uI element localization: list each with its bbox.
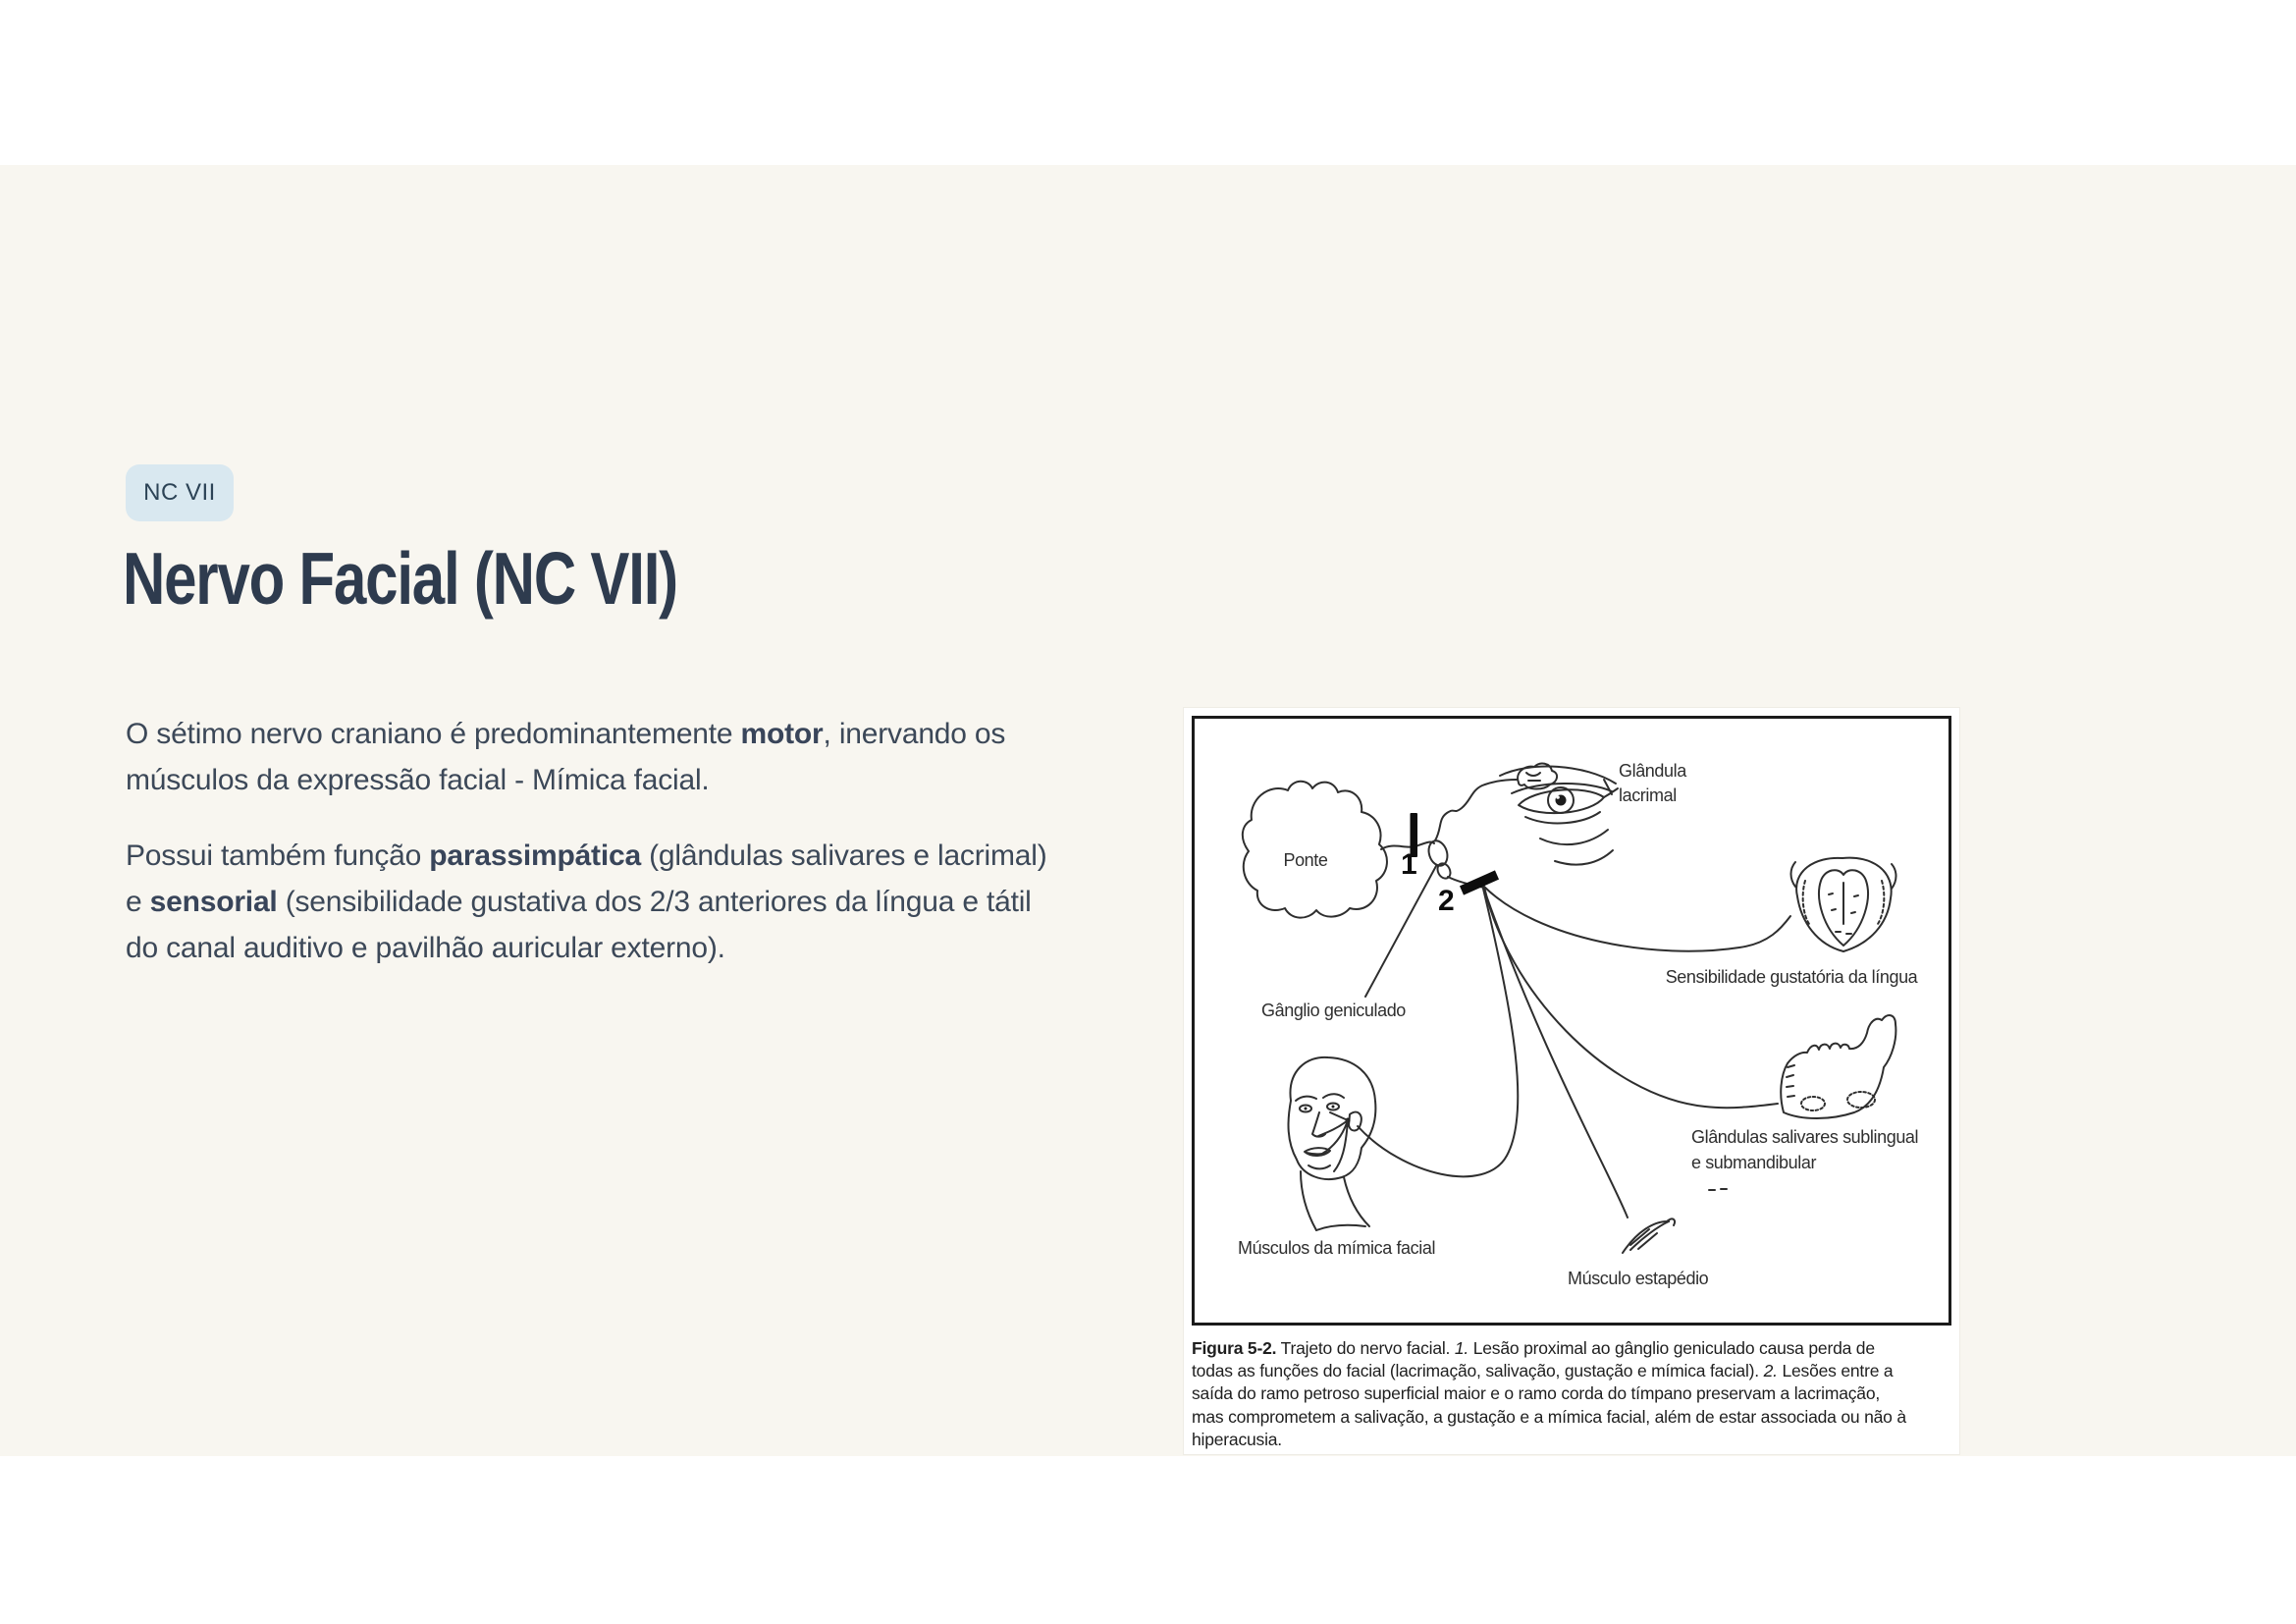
p1-line1: O sétimo nervo craniano é predominanteme… bbox=[126, 711, 1215, 757]
facial-nerve-diagram-svg: Ponte 1 2 Glândula lacrimal Gânglio geni… bbox=[1238, 761, 1919, 1288]
lacrimal-label-tick bbox=[1603, 779, 1613, 795]
paragraph-2: Possui também função parassimpática (glâ… bbox=[126, 833, 1215, 971]
figure-5-2: Ponte 1 2 Glândula lacrimal Gânglio geni… bbox=[1184, 708, 1959, 1454]
eye-drawing bbox=[1499, 762, 1619, 866]
chapter-badge: NC VII bbox=[126, 464, 234, 521]
label-musculo-estapedio: Músculo estapédio bbox=[1568, 1269, 1709, 1288]
caption-l2-t1: todas as funções do facial (lacrimação, … bbox=[1192, 1361, 1764, 1381]
paragraph-1: O sétimo nervo craniano é predominanteme… bbox=[126, 711, 1215, 803]
p1-line2: músculos da expressão facial - Mímica fa… bbox=[126, 764, 710, 796]
stapedius-drawing bbox=[1622, 1218, 1677, 1254]
caption-l1-t1: Trajeto do nervo facial. bbox=[1276, 1338, 1455, 1358]
label-ponte: Ponte bbox=[1283, 850, 1327, 870]
facial-nerve-diagram: Ponte 1 2 Glândula lacrimal Gânglio geni… bbox=[1192, 716, 1951, 1326]
intro-paragraphs: O sétimo nervo craniano é predominanteme… bbox=[126, 711, 1215, 971]
nerve-to-tongue bbox=[1483, 886, 1791, 952]
tongue-drawing bbox=[1789, 856, 1897, 952]
lesion-marker-1-bar bbox=[1410, 813, 1417, 857]
submandibular-gland bbox=[1846, 1091, 1876, 1109]
lacrimal-gland-drawing bbox=[1517, 762, 1558, 790]
nerve-to-jaw bbox=[1483, 886, 1779, 1110]
sublingual-gland bbox=[1800, 1096, 1826, 1111]
page-title: Nervo Facial (NC VII) bbox=[123, 537, 678, 620]
caption-line-4: mas comprometem a salivação, a gustação … bbox=[1192, 1406, 1906, 1427]
label-glandulas-salivares-line2: e submandibular bbox=[1691, 1153, 1816, 1172]
caption-line-5: hiperacusia. bbox=[1192, 1429, 1282, 1449]
lesion-marker-2-bar bbox=[1459, 870, 1500, 895]
caption-line-3: saída do ramo petroso superficial maior … bbox=[1192, 1383, 1881, 1404]
caption-l1-t2: Lesão proximal ao gânglio geniculado cau… bbox=[1468, 1338, 1875, 1358]
nerve-paths bbox=[1357, 779, 1791, 1218]
label-ganglio-geniculado: Gânglio geniculado bbox=[1261, 1001, 1406, 1020]
content-band: NC VII Nervo Facial (NC VII) O sétimo ne… bbox=[0, 165, 2296, 1456]
p2-l2-pre: e bbox=[126, 886, 150, 918]
p2-l2-post: (sensibilidade gustativa dos 2/3 anterio… bbox=[277, 886, 1032, 918]
p1-l1-post: , inervando os bbox=[823, 718, 1006, 750]
nerve-to-stapedius bbox=[1484, 892, 1629, 1218]
p2-l1-bold: parassimpática bbox=[429, 839, 641, 872]
lesion-markers bbox=[1410, 813, 1500, 895]
label-musculos-mimica: Músculos da mímica facial bbox=[1238, 1238, 1435, 1258]
p1-l1-pre: O sétimo nervo craniano é predominanteme… bbox=[126, 718, 741, 750]
facial-nerve-branches bbox=[1317, 1111, 1351, 1172]
caption-figure-number: Figura 5-2. bbox=[1192, 1338, 1277, 1358]
p2-line2: e sensorial (sensibilidade gustativa dos… bbox=[126, 879, 1215, 925]
p1-l1-bold: motor bbox=[740, 718, 824, 750]
label-glandula-lacrimal-line1: Glândula bbox=[1619, 761, 1687, 781]
caption-line-2: todas as funções do facial (lacrimação, … bbox=[1192, 1360, 1944, 1382]
nerve-to-face bbox=[1357, 888, 1520, 1178]
p2-l2-bold: sensorial bbox=[149, 886, 278, 918]
caption-l2-t2: Lesões entre a bbox=[1777, 1361, 1894, 1381]
pons-drawing bbox=[1241, 780, 1388, 919]
label-marker-2: 2 bbox=[1438, 885, 1455, 917]
label-marker-1: 1 bbox=[1401, 848, 1417, 881]
label-glandulas-salivares-line1: Glândulas salivares sublingual bbox=[1691, 1127, 1918, 1147]
p2-l1-post: (glândulas salivares e lacrimal) bbox=[640, 839, 1047, 872]
geniculate-ganglion-swelling bbox=[1427, 839, 1449, 867]
figure-caption: Figura 5-2. Trajeto do nervo facial. 1. … bbox=[1192, 1337, 1944, 1451]
caption-line-1: Figura 5-2. Trajeto do nervo facial. 1. … bbox=[1192, 1337, 1944, 1360]
p2-l1-pre: Possui também função bbox=[126, 839, 430, 872]
jaw-drawing bbox=[1780, 1014, 1897, 1119]
p2-line1: Possui também função parassimpática (glâ… bbox=[126, 833, 1215, 879]
ganglion-pointer-line bbox=[1364, 865, 1437, 998]
caption-l2-marker: 2. bbox=[1763, 1361, 1778, 1381]
label-sensibilidade-gustatoria: Sensibilidade gustatória da língua bbox=[1666, 967, 1919, 987]
p2-line3: do canal auditivo e pavilhão auricular e… bbox=[126, 932, 725, 964]
caption-l1-marker: 1. bbox=[1454, 1338, 1469, 1358]
label-glandula-lacrimal-line2: lacrimal bbox=[1619, 785, 1677, 805]
face-drawing bbox=[1287, 1056, 1377, 1231]
